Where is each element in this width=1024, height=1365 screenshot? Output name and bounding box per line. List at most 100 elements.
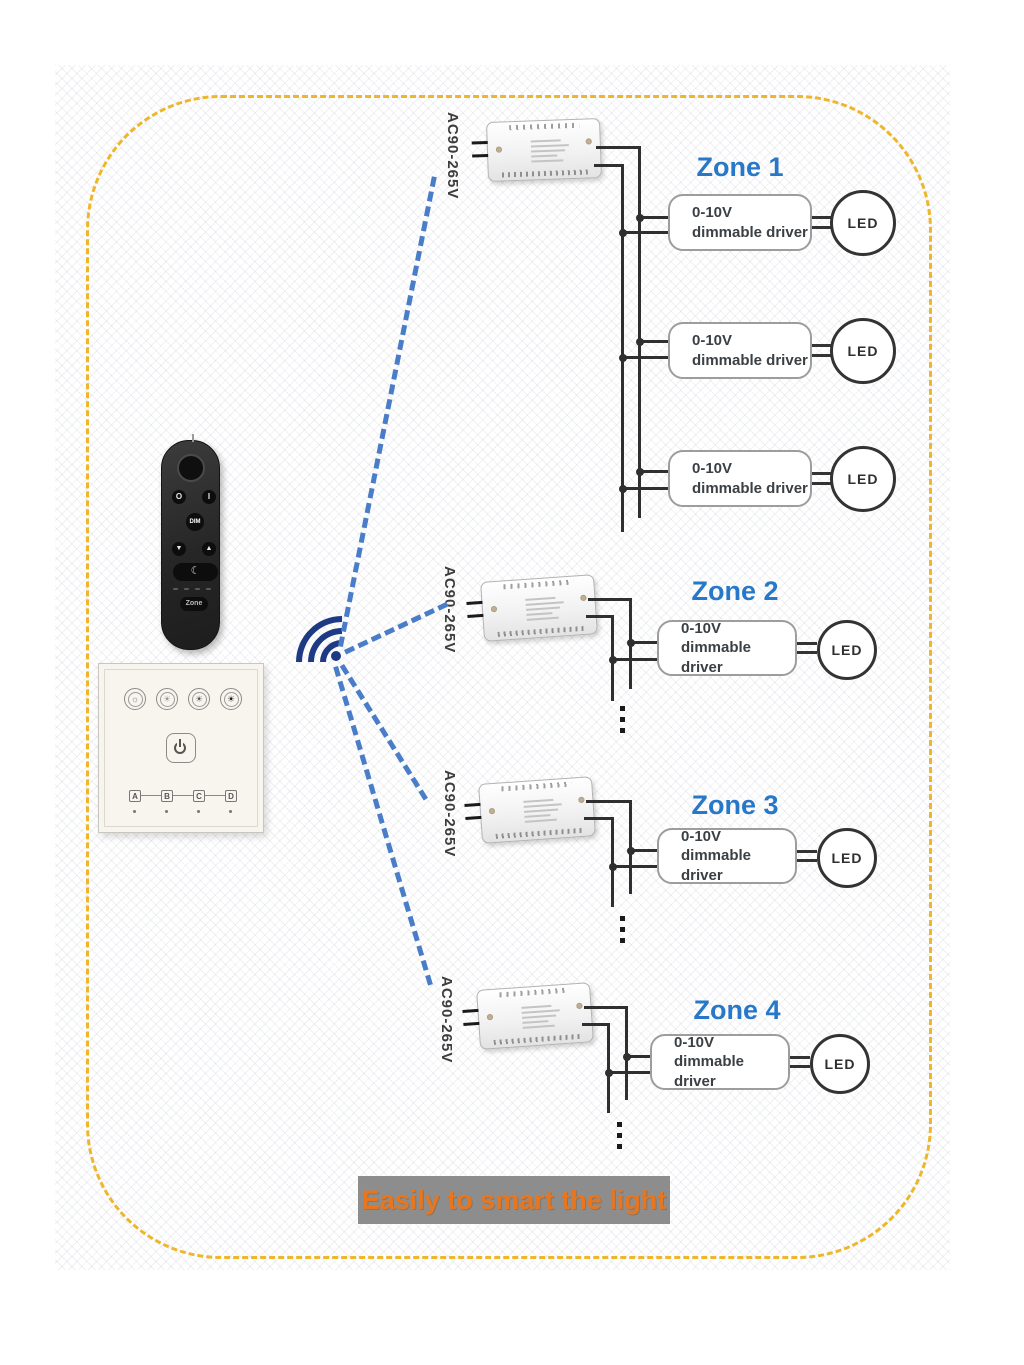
wire <box>588 598 632 601</box>
panel-zone-connector-line <box>135 795 231 797</box>
ac-input-label-zone4: AC90-265V <box>438 976 455 1064</box>
wire <box>607 1023 610 1113</box>
led-lamp: LED <box>817 828 877 888</box>
panel-indicator-dot <box>133 810 136 813</box>
wire <box>596 146 641 149</box>
wire <box>611 817 614 907</box>
wall-touch-panel: ☼ ☀ ☀ ☀ A B C D <box>98 663 264 833</box>
wire <box>586 800 630 803</box>
panel-indicator-dot <box>165 810 168 813</box>
connector-line <box>790 1065 810 1068</box>
screw-dot <box>495 146 503 153</box>
panel-zone-a-button: A <box>129 790 141 802</box>
remote-on-button: I <box>202 490 216 504</box>
connector-line <box>797 850 817 853</box>
dimmable-driver-box: 0-10V dimmable driver <box>668 194 812 251</box>
brightness-75-button: ☀ <box>156 688 178 710</box>
ac-input-label-zone1: AC90-265V <box>444 112 461 200</box>
wireless-controller-zone4 <box>462 982 594 1050</box>
zone4-title: Zone 4 <box>693 995 781 1025</box>
sun-icon: ☀ <box>191 691 207 707</box>
brightness-25-button: ☀ <box>220 688 242 710</box>
dimmable-driver-box: 0-10V dimmable driver <box>657 828 797 884</box>
brightness-50-button: ☀ <box>188 688 210 710</box>
wireless-controller-zone3 <box>464 776 596 844</box>
driver-type-label: dimmable driver <box>692 479 808 497</box>
wire <box>629 849 657 852</box>
panel-inner-frame <box>104 669 258 827</box>
wire <box>584 1006 628 1009</box>
terminal-teeth <box>509 122 580 131</box>
driver-voltage-label: 0-10V <box>674 1033 715 1051</box>
terminal-teeth <box>494 1033 580 1045</box>
remote-zone-mark <box>195 588 200 590</box>
power-icon <box>174 739 186 754</box>
remote-dim-button: DIM <box>186 513 204 531</box>
junction-dot <box>636 214 644 222</box>
connector-line <box>812 354 831 357</box>
wire <box>621 231 668 234</box>
connector-line <box>790 1056 810 1059</box>
junction-dot <box>619 485 627 493</box>
wifi-icon <box>331 651 341 661</box>
ac-input-label-zone2: AC90-265V <box>441 566 458 654</box>
led-lamp: LED <box>830 446 896 512</box>
more-loads-ellipsis <box>620 706 625 711</box>
wire <box>638 146 641 518</box>
connector-line <box>812 216 831 219</box>
more-loads-ellipsis <box>617 1133 622 1138</box>
wire <box>621 356 668 359</box>
wire <box>594 164 624 167</box>
ac-input-label-zone3: AC90-265V <box>441 770 458 858</box>
led-lamp: LED <box>830 318 896 384</box>
wire <box>586 615 614 618</box>
remote-zone-button: Zone <box>180 597 208 611</box>
remote-off-button: O <box>172 490 186 504</box>
zone2-title: Zone 2 <box>691 576 779 606</box>
screw-dot <box>580 594 587 602</box>
slogan-banner: Easily to smart the light <box>358 1176 670 1224</box>
driver-type-label: dimmable driver <box>681 639 752 676</box>
more-loads-ellipsis <box>620 927 625 932</box>
junction-dot <box>609 863 617 871</box>
led-lamp: LED <box>830 190 896 256</box>
terminal-teeth <box>503 579 574 590</box>
terminal-teeth <box>498 625 584 637</box>
zone1-title: Zone 1 <box>696 152 784 182</box>
wire <box>638 216 668 219</box>
connector-line <box>812 226 831 229</box>
wireless-controller-zone2 <box>466 574 598 642</box>
led-lamp: LED <box>810 1034 870 1094</box>
more-loads-ellipsis <box>620 717 625 722</box>
remote-zone-mark <box>184 588 189 590</box>
brightness-100-button: ☼ <box>124 688 146 710</box>
junction-dot <box>605 1069 613 1077</box>
junction-dot <box>627 847 635 855</box>
junction-dot <box>627 639 635 647</box>
dimmable-driver-box: 0-10V dimmable driver <box>668 322 812 379</box>
more-loads-ellipsis <box>620 728 625 733</box>
zone3-title: Zone 3 <box>691 790 779 820</box>
terminal-teeth <box>502 169 588 178</box>
dimmable-driver-box: 0-10V dimmable driver <box>650 1034 790 1090</box>
terminal-teeth <box>501 781 572 792</box>
dimmable-driver-box: 0-10V dimmable driver <box>657 620 797 676</box>
remote-up-button: ▲ <box>202 542 216 556</box>
driver-type-label: dimmable driver <box>674 1053 745 1090</box>
connector-line <box>812 344 831 347</box>
junction-dot <box>636 338 644 346</box>
connector-line <box>797 859 817 862</box>
ac-wire-stub <box>471 140 488 145</box>
panel-zone-d-button: D <box>225 790 237 802</box>
wire <box>611 658 657 661</box>
screw-dot <box>585 138 592 145</box>
wire <box>607 1071 650 1074</box>
junction-dot <box>619 354 627 362</box>
terminal-teeth <box>496 827 582 839</box>
more-loads-ellipsis <box>620 938 625 943</box>
panel-zone-b-button: B <box>161 790 173 802</box>
remote-down-button: ▼ <box>172 542 186 556</box>
connector-line <box>797 642 817 645</box>
wire <box>621 164 624 532</box>
wire <box>638 340 668 343</box>
